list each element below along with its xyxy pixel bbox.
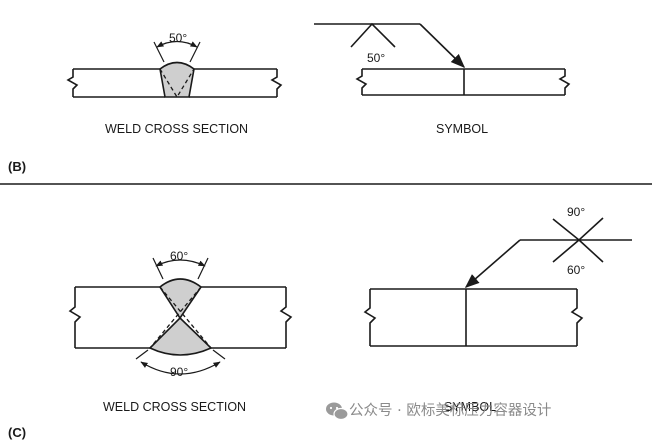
angle-extension-right-top [197, 257, 209, 280]
joint-left-break [363, 289, 377, 346]
panel-b-cross-section [66, 40, 283, 99]
angle-extension-right-bottom [212, 349, 226, 360]
arrow-leader [419, 23, 466, 69]
weld-bead [159, 61, 195, 98]
panel-b: 50° WELD CROSS SECTION 50° SYMBOL (B) [8, 22, 571, 174]
bevel-symbol-arrow-side [552, 217, 604, 242]
angle-dimension-arc [156, 40, 198, 48]
groove-prep-dashed [159, 68, 195, 99]
bevel-groove-symbol [350, 22, 396, 48]
panel-b-cross-section-angle: 50° [169, 31, 187, 45]
panel-c-symbol-caption: SYMBOL [444, 400, 496, 414]
panel-c-symbol-angle-bottom: 60° [567, 263, 585, 277]
panel-b-symbol-angle: 50° [367, 51, 385, 65]
groove-prep-dashed-1 [159, 286, 212, 349]
panel-c-cross-section-angle-top: 60° [170, 249, 188, 263]
panel-c-symbol [363, 217, 632, 347]
angle-dimension-arc-top [155, 259, 206, 267]
panel-c-cross-section-caption: WELD CROSS SECTION [103, 400, 246, 414]
panel-c-cross-section [68, 257, 293, 375]
joint-right-break [558, 69, 571, 95]
plate-left-break [66, 69, 79, 97]
panel-c-symbol-angle-top: 90° [567, 205, 585, 219]
angle-extension-left-top [152, 257, 164, 280]
joint-left-break [355, 69, 368, 95]
bevel-symbol-other-side [552, 238, 604, 263]
panel-b-symbol-caption: SYMBOL [436, 122, 488, 136]
watermark-text: 公众号 · 欧标美标压力容器设计 [349, 402, 551, 419]
panel-b-symbol [314, 22, 571, 96]
plate-left-break [68, 287, 82, 348]
arrow-leader [464, 239, 521, 288]
plate-right-break [270, 69, 283, 97]
panel-b-label: (B) [8, 159, 26, 174]
weld-bead-bottom [148, 316, 213, 356]
groove-prep-dashed-2 [149, 286, 202, 349]
angle-extension-left-bottom [135, 349, 149, 360]
watermark [326, 402, 349, 421]
angle-extension-right [189, 41, 201, 63]
plate-right-break [279, 287, 293, 348]
angle-extension-left [153, 41, 165, 63]
weld-bead-top [158, 278, 203, 320]
wechat-icon [326, 402, 349, 421]
angle-dimension-arc-bottom [140, 361, 221, 375]
panel-c-cross-section-angle-bottom: 90° [170, 365, 188, 379]
panel-b-cross-section-caption: WELD CROSS SECTION [105, 122, 248, 136]
panel-c: 60° 90° WELD CROSS SECTION 90° 60° SYMBO… [8, 205, 632, 440]
joint-right-break [570, 289, 584, 346]
panel-c-label: (C) [8, 425, 26, 440]
